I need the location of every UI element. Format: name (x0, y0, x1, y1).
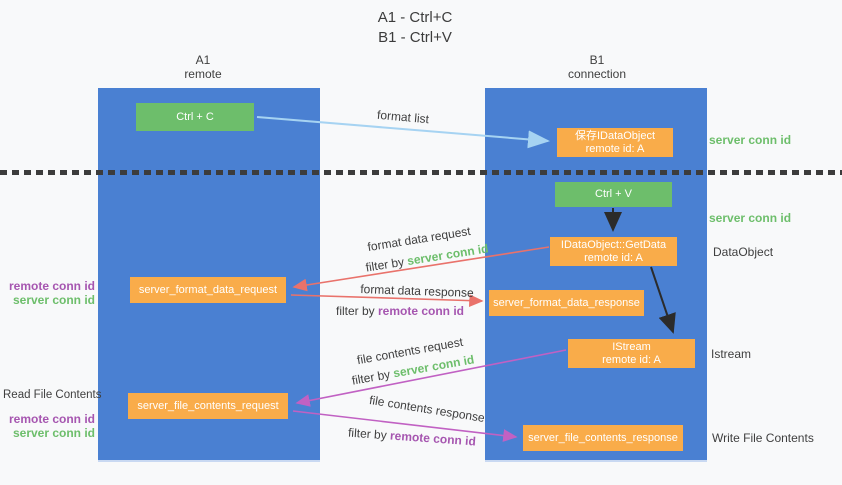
ctrl-v-node: Ctrl + V (555, 182, 672, 207)
column-a1-id: A1 (195, 53, 211, 67)
title-line-1: A1 - Ctrl+C (377, 9, 453, 26)
server-format-data-request-node: server_format_data_request (130, 277, 286, 303)
format-list-label: format list (376, 107, 430, 127)
remote-conn-id-text: remote conn id (389, 428, 477, 449)
server-format-data-response-node: server_format_data_response (489, 290, 644, 316)
file-request-conn-ids: remote conn id server conn id (8, 412, 95, 440)
server-file-contents-response-label: server_file_contents_response (528, 431, 678, 444)
remote-conn-id-annotation: remote conn id (8, 279, 95, 293)
server-format-data-response-label: server_format_data_response (493, 296, 640, 309)
server-conn-id-annotation-mid: server conn id (709, 211, 792, 225)
write-file-contents-annotation: Write File Contents (712, 431, 814, 445)
filter-by-text: filter by (335, 304, 378, 318)
column-b1-id: B1 (589, 53, 605, 67)
read-file-contents-annotation: Read File Contents (3, 389, 102, 401)
column-b1-role: connection (567, 67, 627, 81)
server-format-data-request-label: server_format_data_request (138, 283, 278, 296)
server-file-contents-response-node: server_file_contents_response (523, 425, 683, 451)
save-idataobject-line1: 保存IDataObject (574, 129, 656, 142)
server-file-contents-request-node: server_file_contents_request (128, 393, 288, 419)
ctrl-c-node: Ctrl + C (136, 103, 254, 131)
remote-conn-id-annotation: remote conn id (8, 412, 95, 426)
diagram-title: A1 - Ctrl+C B1 - Ctrl+V (330, 8, 500, 48)
column-header-b1: B1 connection (537, 53, 657, 81)
server-conn-id-annotation: server conn id (12, 293, 95, 307)
format-request-conn-ids: remote conn id server conn id (8, 279, 95, 307)
istream-line2: remote id: A (602, 353, 661, 366)
filter-by-text: filter by (350, 366, 395, 388)
filter-by-text: filter by (347, 425, 391, 443)
filter-by-text: filter by (364, 254, 409, 275)
ctrl-v-label: Ctrl + V (595, 188, 632, 200)
idataobject-getdata-node: IDataObject::GetData remote id: A (550, 237, 677, 266)
file-contents-response-label: file contents response (368, 392, 486, 426)
server-file-contents-request-label: server_file_contents_request (137, 399, 279, 412)
column-header-a1: A1 remote (143, 53, 263, 81)
file-contents-response-filter-label: filter by remote conn id (348, 426, 477, 449)
column-a1-role: remote (184, 67, 222, 81)
idataobject-getdata-line2: remote id: A (584, 251, 643, 264)
title-line-2: B1 - Ctrl+V (378, 29, 452, 46)
istream-annotation: Istream (711, 347, 752, 361)
server-conn-id-annotation: server conn id (12, 426, 95, 440)
server-conn-id-annotation-top: server conn id (709, 133, 792, 147)
save-idataobject-line2: remote id: A (585, 142, 645, 155)
section-divider-dotted-line (0, 170, 842, 175)
ctrl-c-label: Ctrl + C (176, 110, 214, 123)
istream-line1: IStream (612, 340, 651, 353)
format-data-response-filter-label: filter by remote conn id (336, 304, 464, 318)
remote-conn-id-text: remote conn id (378, 304, 465, 318)
istream-node: IStream remote id: A (568, 339, 695, 368)
save-idataobject-node: 保存IDataObject remote id: A (557, 128, 673, 157)
format-data-response-label: format data response (360, 282, 474, 300)
idataobject-getdata-line1: IDataObject::GetData (560, 238, 667, 251)
dataobject-annotation: DataObject (713, 245, 774, 259)
